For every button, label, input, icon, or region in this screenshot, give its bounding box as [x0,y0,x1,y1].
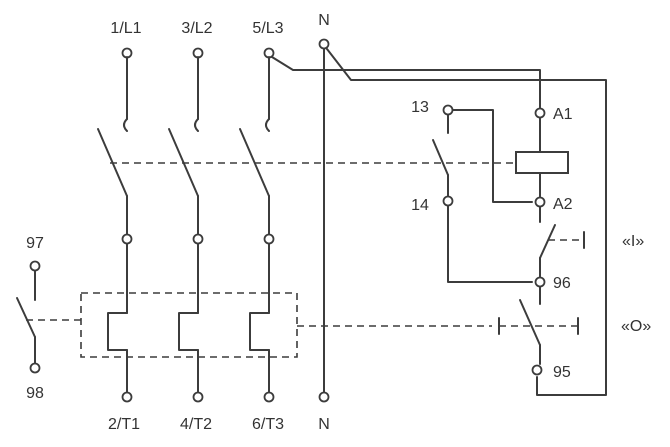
neutral-line: N N [318,12,330,433]
terminal-13 [442,104,454,116]
label-4-t2: 4/T2 [180,416,212,433]
label-6-t3: 6/T3 [252,416,284,433]
label-3-l2: 3/L2 [181,20,212,37]
stop-contact: «O» 95 [498,286,651,381]
start-contact [539,224,556,259]
label-n-top: N [318,12,330,29]
terminal-4-t2 [192,391,204,403]
label-13: 13 [411,99,429,116]
terminal-l2-mid [192,233,204,245]
terminal-a1 [534,107,546,119]
thermal-element-l3 [249,312,270,351]
wire-l3-to-a1 [271,56,541,109]
contact-hook-l2 [194,118,199,132]
main-pole-1: 1/L1 2/T1 [97,20,142,433]
thermal-element-l1 [107,312,128,351]
thermal-element-l2 [178,312,199,351]
coil-body [515,151,569,174]
overload-relay-housing [80,292,298,358]
wire-neutral-return [326,48,607,396]
terminal-14 [442,195,454,207]
wire-13-to-a2 [452,109,533,203]
label-a2: A2 [553,196,573,213]
main-pole-2: 3/L2 4/T2 [168,20,213,433]
terminal-6-t3 [263,391,275,403]
control-supply [271,48,607,396]
contact-hook-l3 [265,118,270,132]
label-2-t1: 2/T1 [108,416,140,433]
main-pole-3: 5/L3 6/T3 [239,20,284,433]
contact-hook-l1 [123,118,128,132]
stop-contact-blade [519,299,541,346]
label-95: 95 [553,364,571,381]
aux-contact-13-14: 13 14 [411,99,533,283]
terminal-a2 [534,196,546,208]
label-n-bottom: N [318,416,330,433]
wire-14-to-96 [447,205,533,283]
label-1-l1: 1/L1 [110,20,141,37]
terminal-96 [534,276,546,288]
terminal-l1-mid [121,233,133,245]
terminal-n-bottom [318,391,330,403]
label-a1: A1 [553,106,573,123]
terminal-97 [29,260,41,272]
contact-97-98 [16,297,36,338]
contact-13-14 [432,139,449,176]
label-98: 98 [26,385,44,402]
terminal-95 [531,364,543,376]
terminal-98 [29,362,41,374]
terminal-n-top [318,38,330,50]
label-96: 96 [553,275,571,292]
label-5-l3: 5/L3 [252,20,283,37]
terminal-2-t1 [121,391,133,403]
label-start: «I» [622,233,644,250]
start-pushbutton: «I» 96 [534,206,644,292]
terminal-l3-mid [263,233,275,245]
label-14: 14 [411,197,429,214]
label-97: 97 [26,235,44,252]
aux-contact-97-98: 97 98 [16,235,81,402]
contactor-coil: A1 A2 [515,106,573,213]
label-stop: «O» [621,318,651,335]
